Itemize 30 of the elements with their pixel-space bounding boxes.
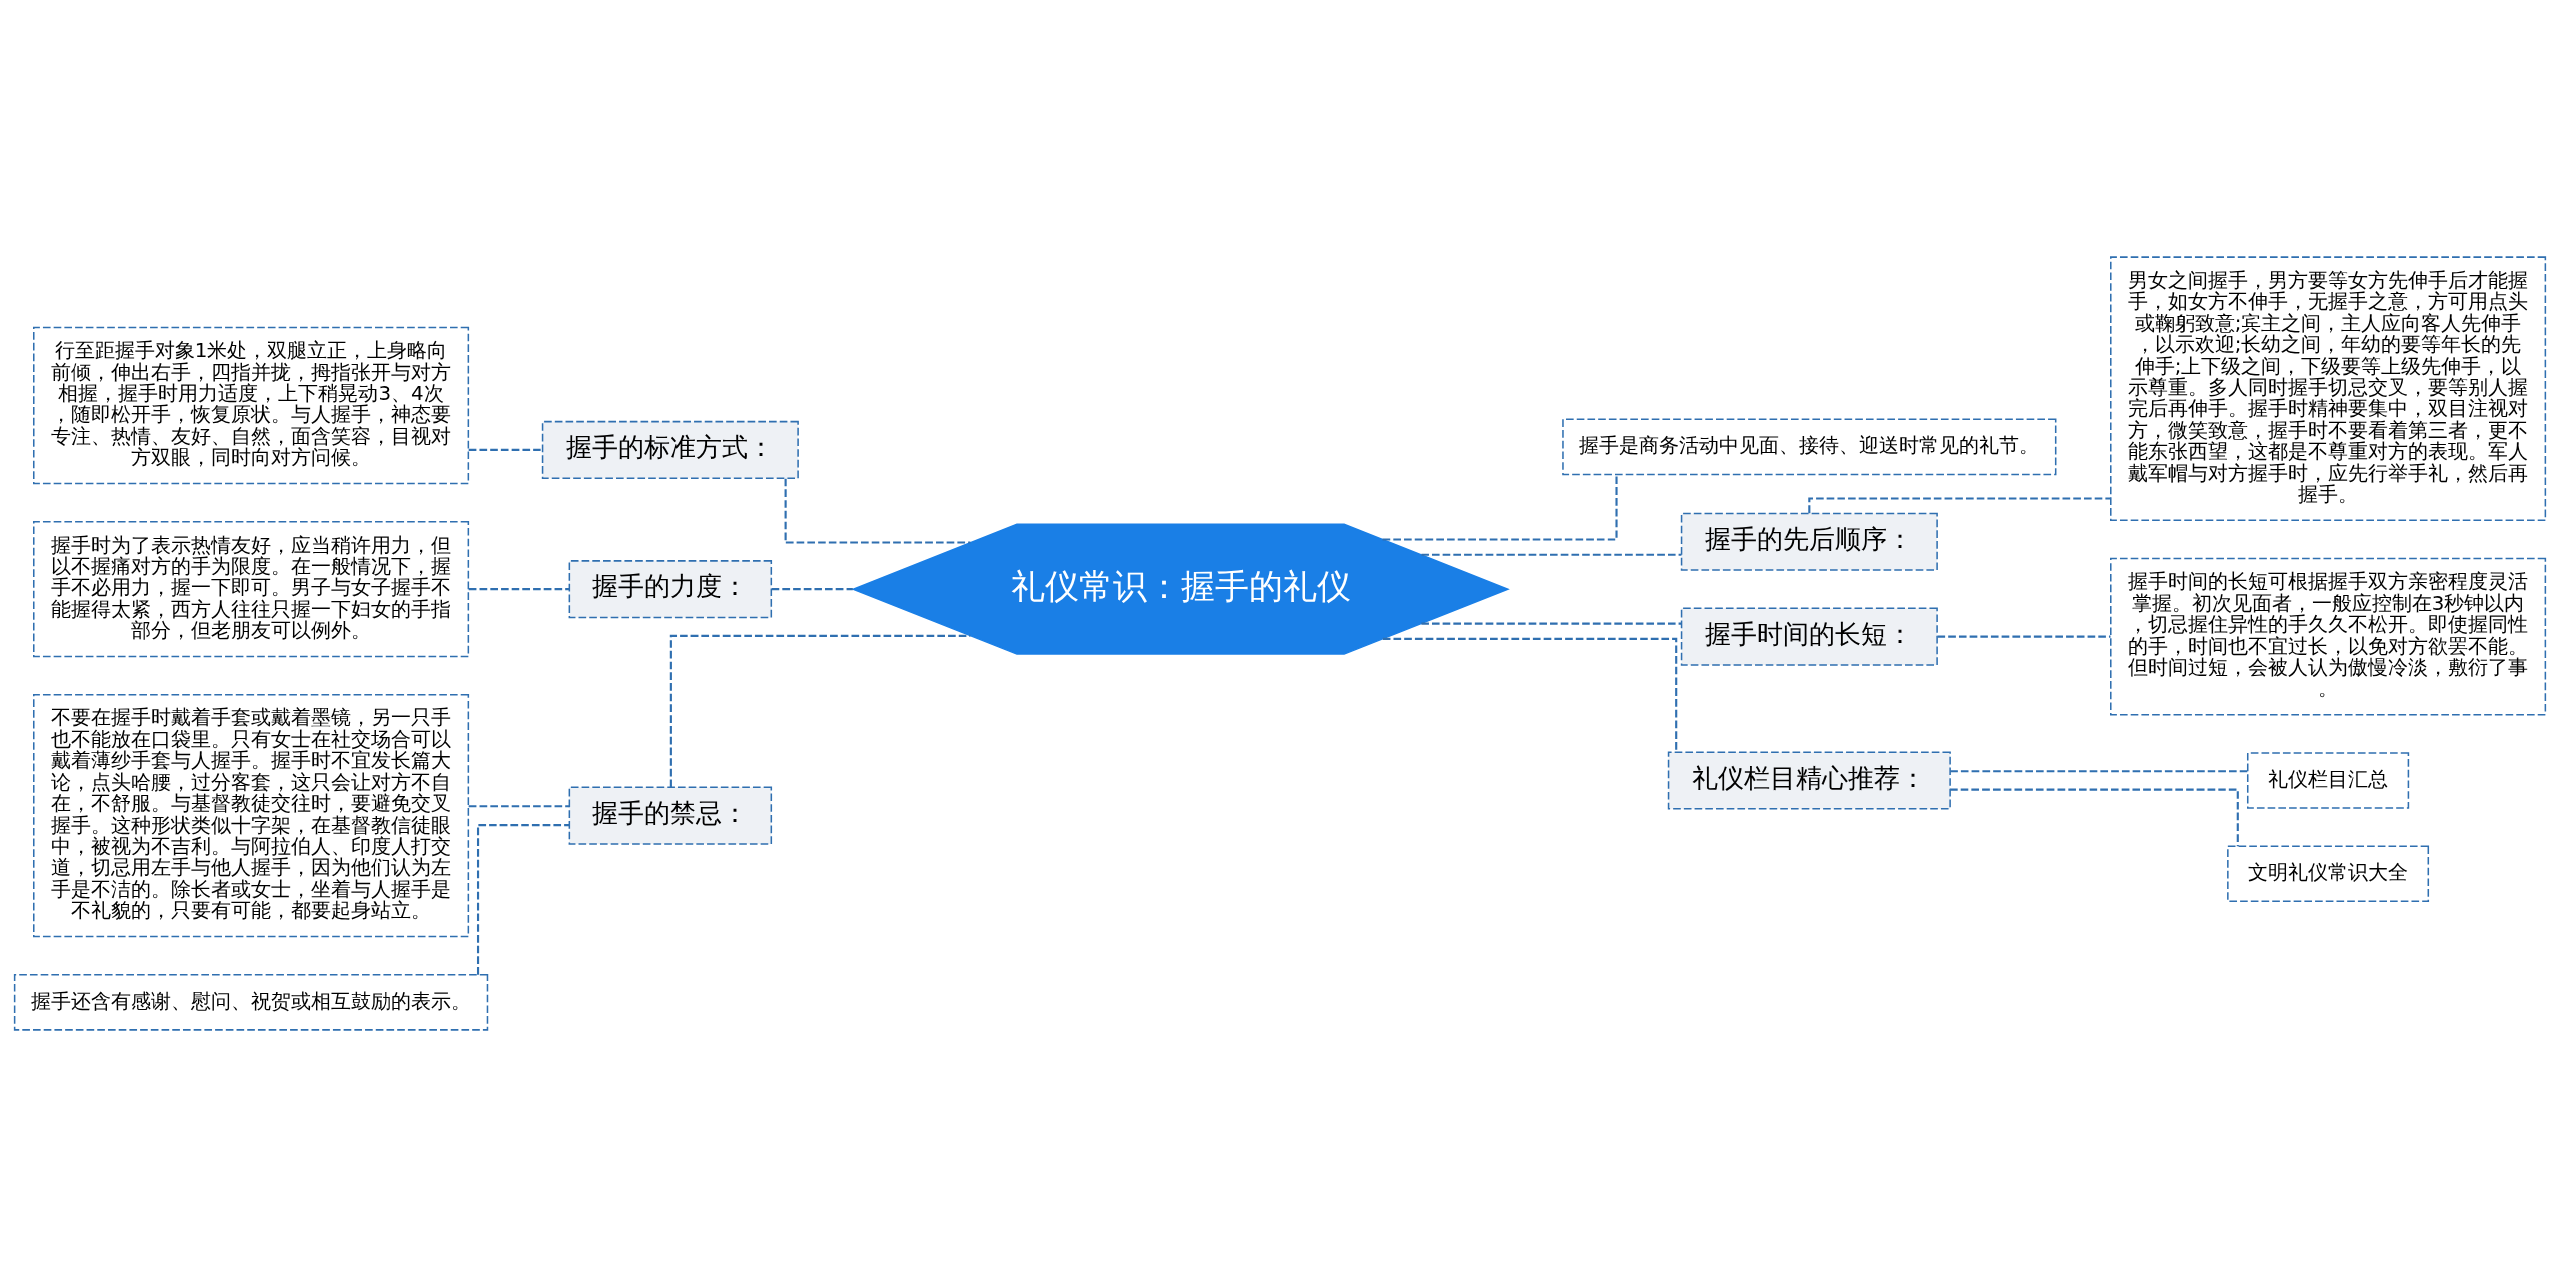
connector xyxy=(477,824,570,975)
connector xyxy=(468,805,570,808)
connector xyxy=(1950,788,2239,847)
connector xyxy=(468,448,543,451)
connector xyxy=(1950,770,2248,773)
node-box: 文明礼仪常识大全 xyxy=(2227,845,2430,903)
node-box: 礼仪栏目汇总 xyxy=(2246,752,2410,809)
connector xyxy=(1808,497,2111,514)
node-box: 握手时为了表示热情友好，应当稍许用力，但以不握痛对方的手为限度。在一般情况下，握手不必用力，握一下即可。男子与女子握手不能握得太紧，西方人往往只握一下妇女的手指部分，但老朋友可以例外。 xyxy=(33,521,470,658)
node-box: 礼仪栏目精心推荐： xyxy=(1667,751,1951,810)
node-box: 握手的力度： xyxy=(568,560,773,619)
connector xyxy=(784,478,971,544)
node-box: 握手还含有感谢、慰问、祝贺或相互鼓励的表示。 xyxy=(13,974,489,1031)
node-box: 握手时间的长短可根据握手双方亲密程度灵活掌握。初次见面者，一般应控制在3秒钟以内，切忌握住异性的手久久不松开。即使握同性的手，时间也不宜过长，以免对方欲罢不能。但时间过短，会被人认为傲慢冷淡，敷衍了事。 xyxy=(2110,557,2547,716)
connector xyxy=(468,588,570,591)
connector xyxy=(1421,622,1682,625)
node-box: 握手时间的长短： xyxy=(1680,607,1938,666)
node-box: 行至距握手对象1米处，双腿立正，上身略向前倾，伸出右手，四指并拢，拇指张开与对方相握，握手时用力适度，上下稍晃动3、4次，随即松开手，恢复原状。与人握手，神态要专注、热情、友好、自然，面含笑容，目视对方双眼，同时向对方问候。 xyxy=(33,326,470,485)
node-box: 握手的先后顺序： xyxy=(1680,512,1938,571)
connector xyxy=(1382,474,1618,541)
connector xyxy=(1937,635,2111,638)
node-box: 不要在握手时戴着手套或戴着墨镜，另一只手也不能放在口袋里。只有女士在社交场合可以戴着薄纱手套与人握手。握手时不宜发长篇大论，点头哈腰，过分客套，这只会让对方不自在，不舒服。与基督教徒交往时，要避免交叉握手。这种形状类似十字架，在基督教信徒眼中，被视为不吉利。与阿拉伯人、印度人打交道，切忌用左手与他人握手，因为他们认为左手是不洁的。除长者或女士，坐着与人握手是不礼貌的，只要有可能，都要起身站立。 xyxy=(33,694,470,938)
node-box: 握手的标准方式： xyxy=(541,420,799,479)
connector xyxy=(669,634,971,788)
connector xyxy=(771,588,853,591)
node-box: 握手是商务活动中见面、接待、迎送时常见的礼节。 xyxy=(1562,418,2057,476)
node-box: 握手的禁忌： xyxy=(568,786,773,845)
node-box: 男女之间握手，男方要等女方先伸手后才能握手，如女方不伸手，无握手之意，方可用点头或鞠躬致意;宾主之间，主人应向客人先伸手，以示欢迎;长幼之间，年幼的要等年长的先伸手;上下级之间，下级要等上级先伸手，以示尊重。多人同时握手切忌交叉，要等别人握完后再伸手。握手时精神要集中，双目注视对方，微笑致意，握手时不要看着第三者，更不能东张西望，这都是不尊重对方的表现。军人戴军帽与对方握手时，应先行举手礼，然后再握手。 xyxy=(2110,256,2547,522)
connector xyxy=(1421,553,1682,556)
connector xyxy=(1382,637,1678,752)
